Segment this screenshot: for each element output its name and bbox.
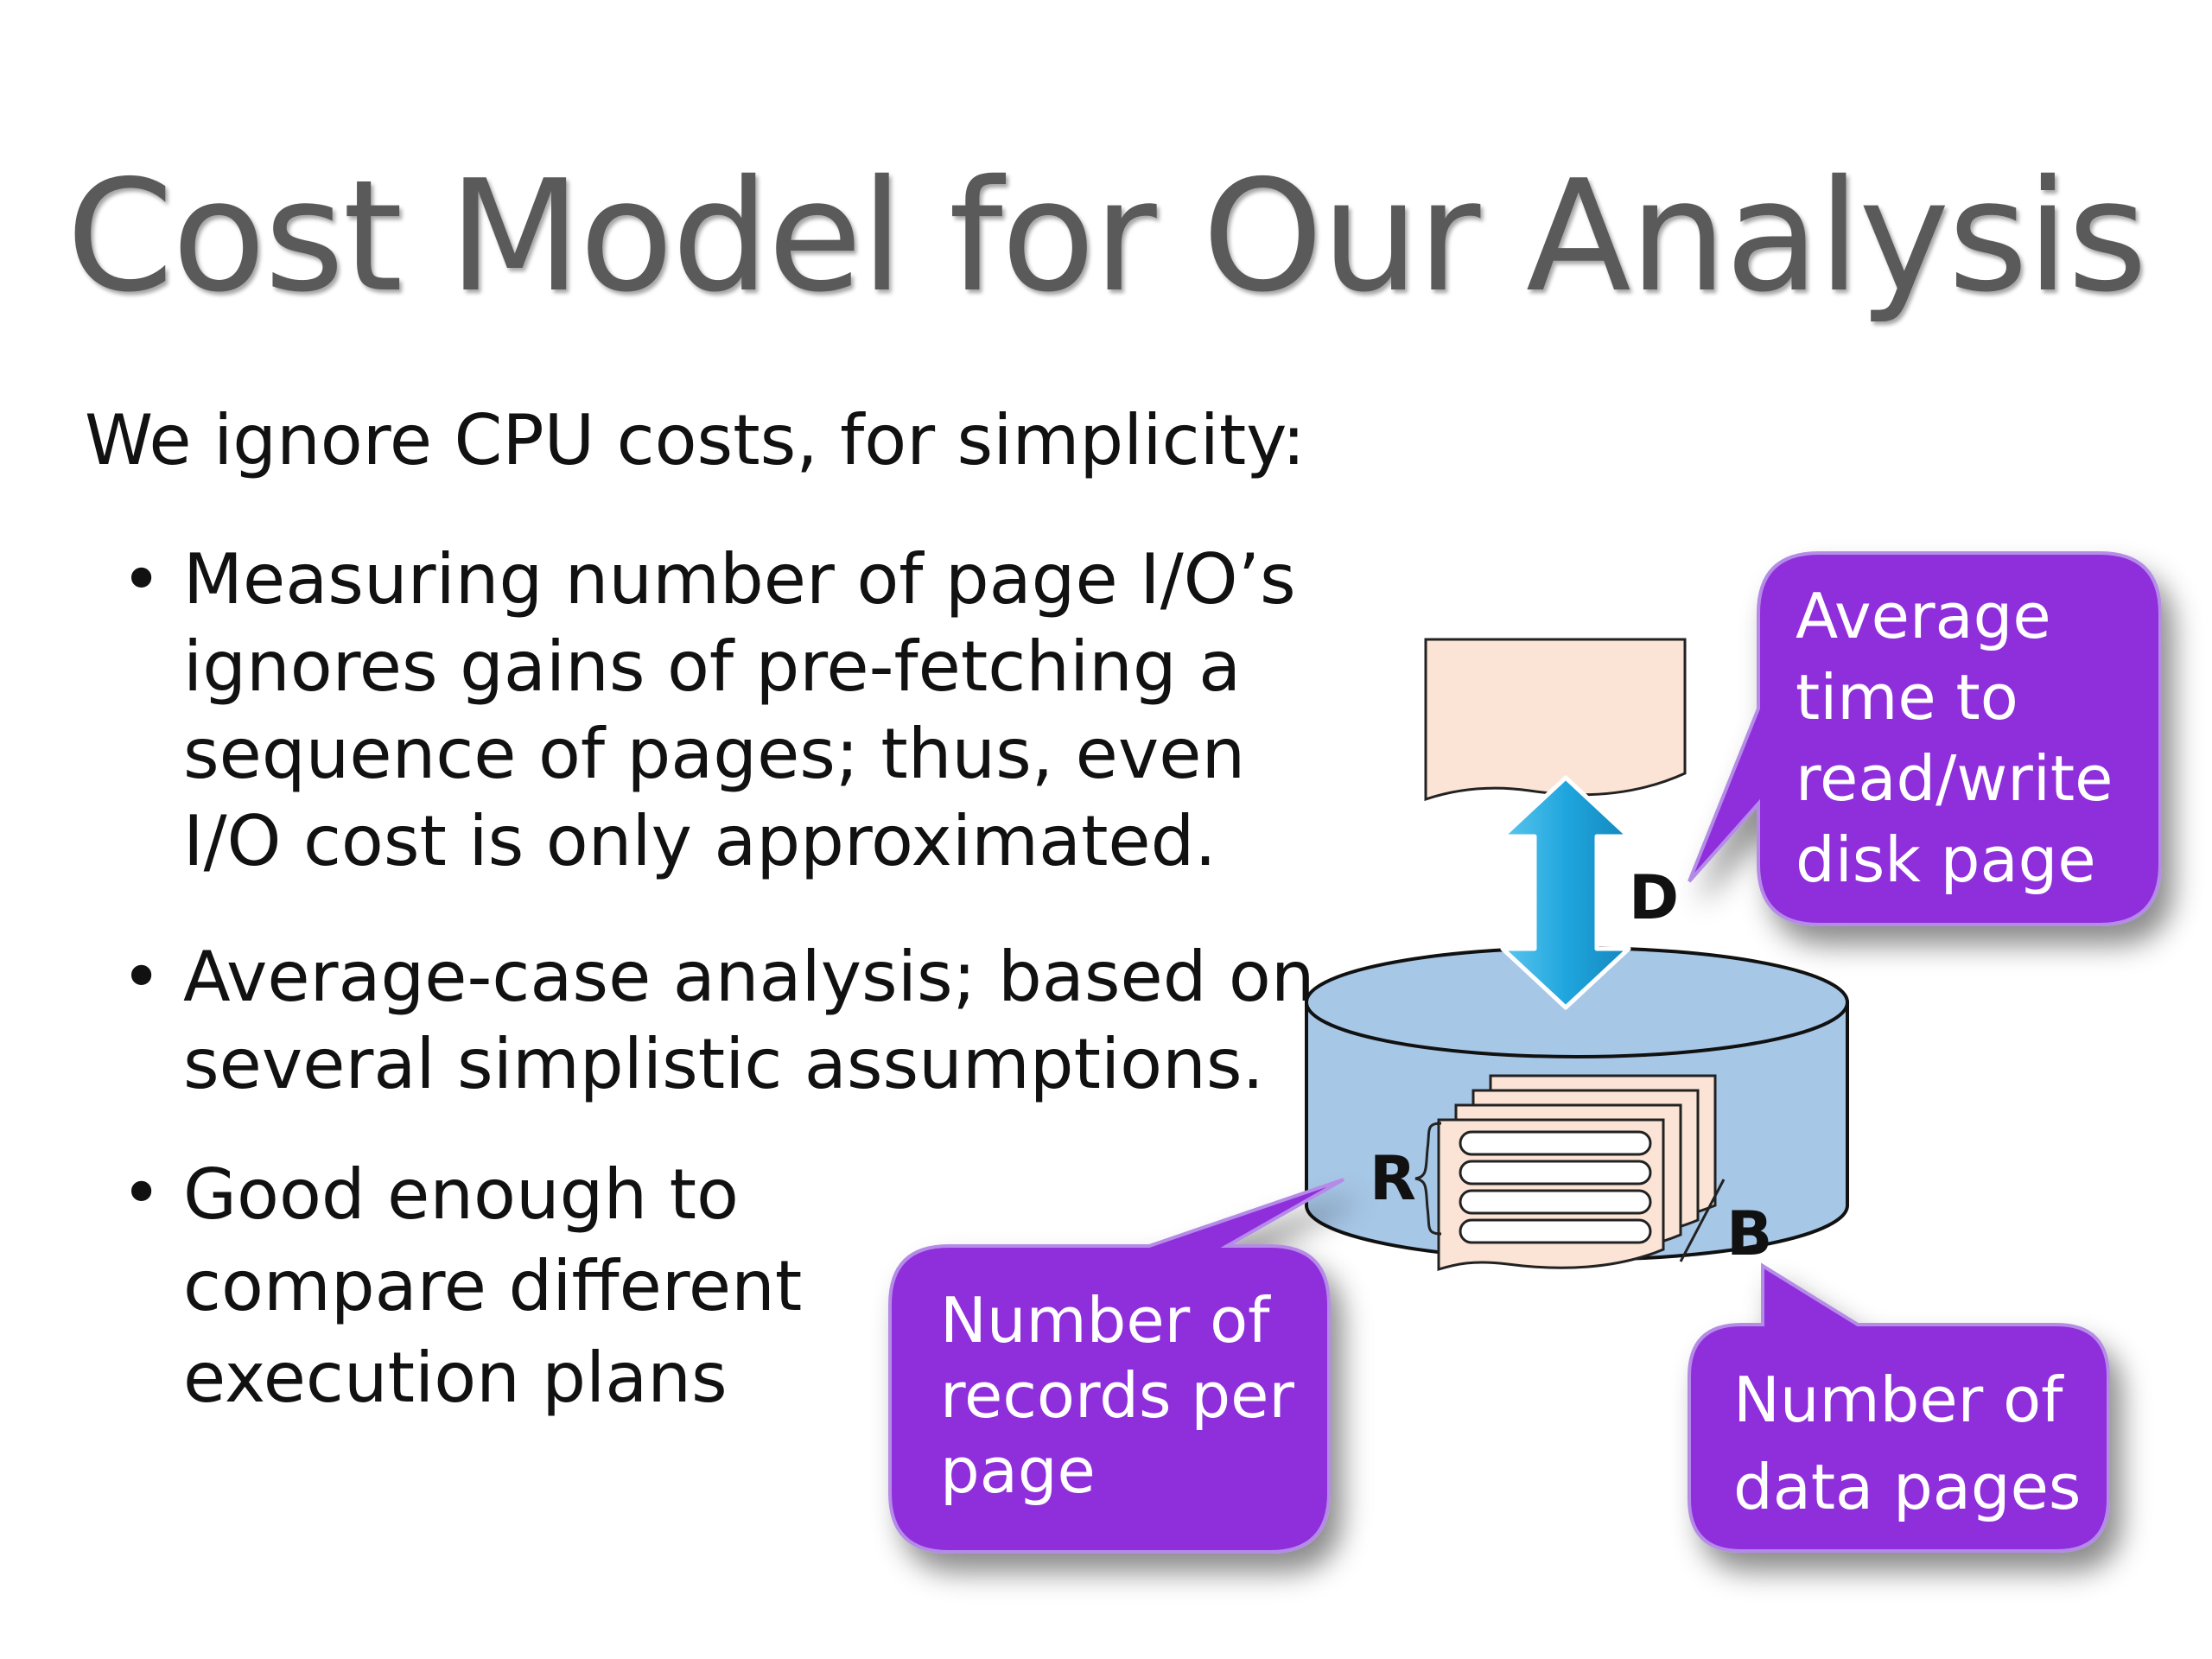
callout-text: read/write xyxy=(1796,742,2113,815)
label-b: B xyxy=(1726,1198,1772,1269)
bullet-line: I/O cost is only approximated. xyxy=(183,801,1217,881)
bullet-line: Average-case analysis; based on xyxy=(183,937,1315,1017)
callout-disk-time xyxy=(1688,551,2162,926)
bullet-line: Measuring number of page I/O’s xyxy=(183,539,1296,620)
callout-text: Number of xyxy=(1733,1363,2064,1436)
bullet-line: Good enough to xyxy=(183,1154,739,1235)
bullet-icon: • xyxy=(121,1153,162,1233)
bullet-line: execution plans xyxy=(183,1338,728,1418)
callout-text: data pages xyxy=(1733,1451,2081,1523)
callout-records-per-page xyxy=(888,1178,1344,1554)
bullet-line: sequence of pages; thus, even xyxy=(183,714,1246,794)
callout-data-pages xyxy=(1688,1262,2110,1553)
callout-text: records per xyxy=(940,1359,1294,1432)
bullet-icon: • xyxy=(121,539,162,620)
callout-text: time to xyxy=(1796,661,2018,734)
callout-text: disk page xyxy=(1796,823,2096,896)
pages-slash-icon xyxy=(1679,1179,1726,1262)
bullet-line: ignores gains of pre-fetching a xyxy=(183,626,1242,707)
bullet-icon: • xyxy=(121,937,162,1017)
records-brace-icon xyxy=(1414,1122,1442,1236)
bullet-line: several simplistic assumptions. xyxy=(183,1024,1264,1104)
record-icon xyxy=(1459,1130,1652,1244)
bullet-line: compare different xyxy=(183,1246,803,1326)
label-r: R xyxy=(1370,1143,1416,1214)
double-arrow-icon xyxy=(1500,775,1631,1010)
intro-text: We ignore CPU costs, for simplicity: xyxy=(85,400,1306,480)
callout-text: Number of xyxy=(940,1284,1271,1357)
label-d: D xyxy=(1629,862,1679,933)
callout-text: Average xyxy=(1796,580,2051,652)
callout-text: page xyxy=(940,1434,1096,1507)
memory-page-icon xyxy=(1424,638,1687,802)
slide-title: Cost Model for Our Analysis xyxy=(66,147,2148,326)
